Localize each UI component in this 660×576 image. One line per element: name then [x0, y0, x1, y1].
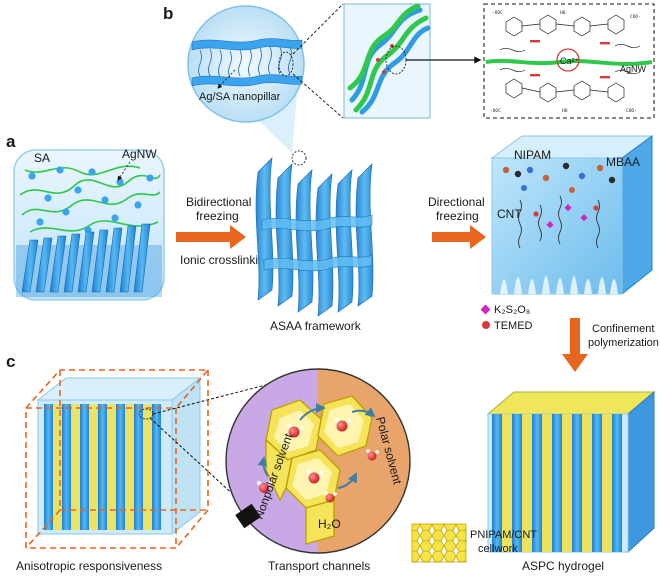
zoom-connector-c-bottom: [149, 417, 251, 511]
panel-letter-a: a: [6, 132, 16, 151]
confinement-arrow: [562, 318, 588, 372]
zoom-connector-bottom: [292, 73, 344, 119]
directional-label-2: freezing: [436, 209, 479, 223]
sa-agnw-container: SA AgNW: [13, 147, 165, 301]
anisotropic-cube: [25, 369, 210, 549]
panel-letter-b: b: [163, 4, 173, 23]
nanopillar-label: Ag/SA nanopillar: [199, 91, 281, 103]
connector-tab: [235, 503, 261, 529]
lamellae-base: [16, 223, 162, 297]
temed-label: TEMED: [494, 320, 533, 332]
transport-label: Transport channels: [268, 559, 370, 573]
aspc-hydrogel-cube: [486, 390, 656, 554]
anisotropic-label: Anisotropic responsiveness: [16, 559, 162, 573]
directional-freezing-arrow: [432, 225, 486, 249]
zoom-connector-c-top: [152, 379, 286, 415]
nanopillar-zoom: [187, 5, 305, 123]
bidirectional-label-2: freezing: [196, 209, 239, 223]
water-molecules: [257, 417, 379, 503]
zoom-connector-top: [292, 3, 344, 55]
confinement-label-1: Confinement: [592, 323, 654, 335]
zoom-target-circle: [291, 150, 307, 166]
agnw-wires: [19, 165, 161, 233]
precursor-cube: [490, 135, 654, 296]
chem-text-coo-2: -OOC: [490, 108, 501, 114]
bidirectional-freezing-arrow: [176, 225, 246, 249]
aspc-label: ASPC hydrogel: [522, 559, 604, 573]
chem-text-oh-2: HO: [562, 108, 568, 114]
water-label: H₂O: [318, 517, 341, 531]
cellwork-legend: [411, 523, 467, 563]
asaa-label: ASAA framework: [270, 319, 362, 333]
chem-text-oh-1: HO: [560, 10, 566, 16]
cnt-label: CNT: [497, 207, 522, 221]
mbaa-label: MBAA: [606, 155, 640, 169]
directional-label-1: Directional: [428, 195, 485, 209]
ca-ion-label: Ca²⁺: [560, 56, 580, 66]
agnw-label: AgNW: [122, 147, 157, 161]
confinement-label-2: polymerization: [588, 337, 659, 349]
fiber-bundle-box: [343, 3, 431, 119]
asaa-framework: [255, 150, 374, 317]
agnw-chem-label: AgNW: [620, 64, 647, 74]
panel-letter-c: c: [6, 352, 15, 371]
chem-text-ooc-1: COO-: [630, 14, 641, 20]
initiator-legend: [480, 304, 491, 329]
pnipam-label-1: PNIPAM/CNT: [470, 529, 537, 541]
chem-text-coo-1: -OOC: [492, 10, 503, 16]
bidirectional-label-1: Bidirectional: [186, 195, 251, 209]
pnipam-label-2: cellwork: [478, 543, 518, 555]
nipam-label: NIPAM: [514, 148, 551, 162]
chem-text-ooc-2: COO-: [626, 108, 637, 114]
chemical-structure-box: -OOC HO COO- -OOC HO COO-: [483, 3, 655, 119]
sa-label: SA: [34, 151, 50, 165]
transport-channels-circle: [225, 368, 411, 554]
k2s2o8-label: K₂S₂O₈: [494, 304, 530, 316]
ionic-crosslinking-label: Ionic crosslinking: [180, 253, 271, 267]
